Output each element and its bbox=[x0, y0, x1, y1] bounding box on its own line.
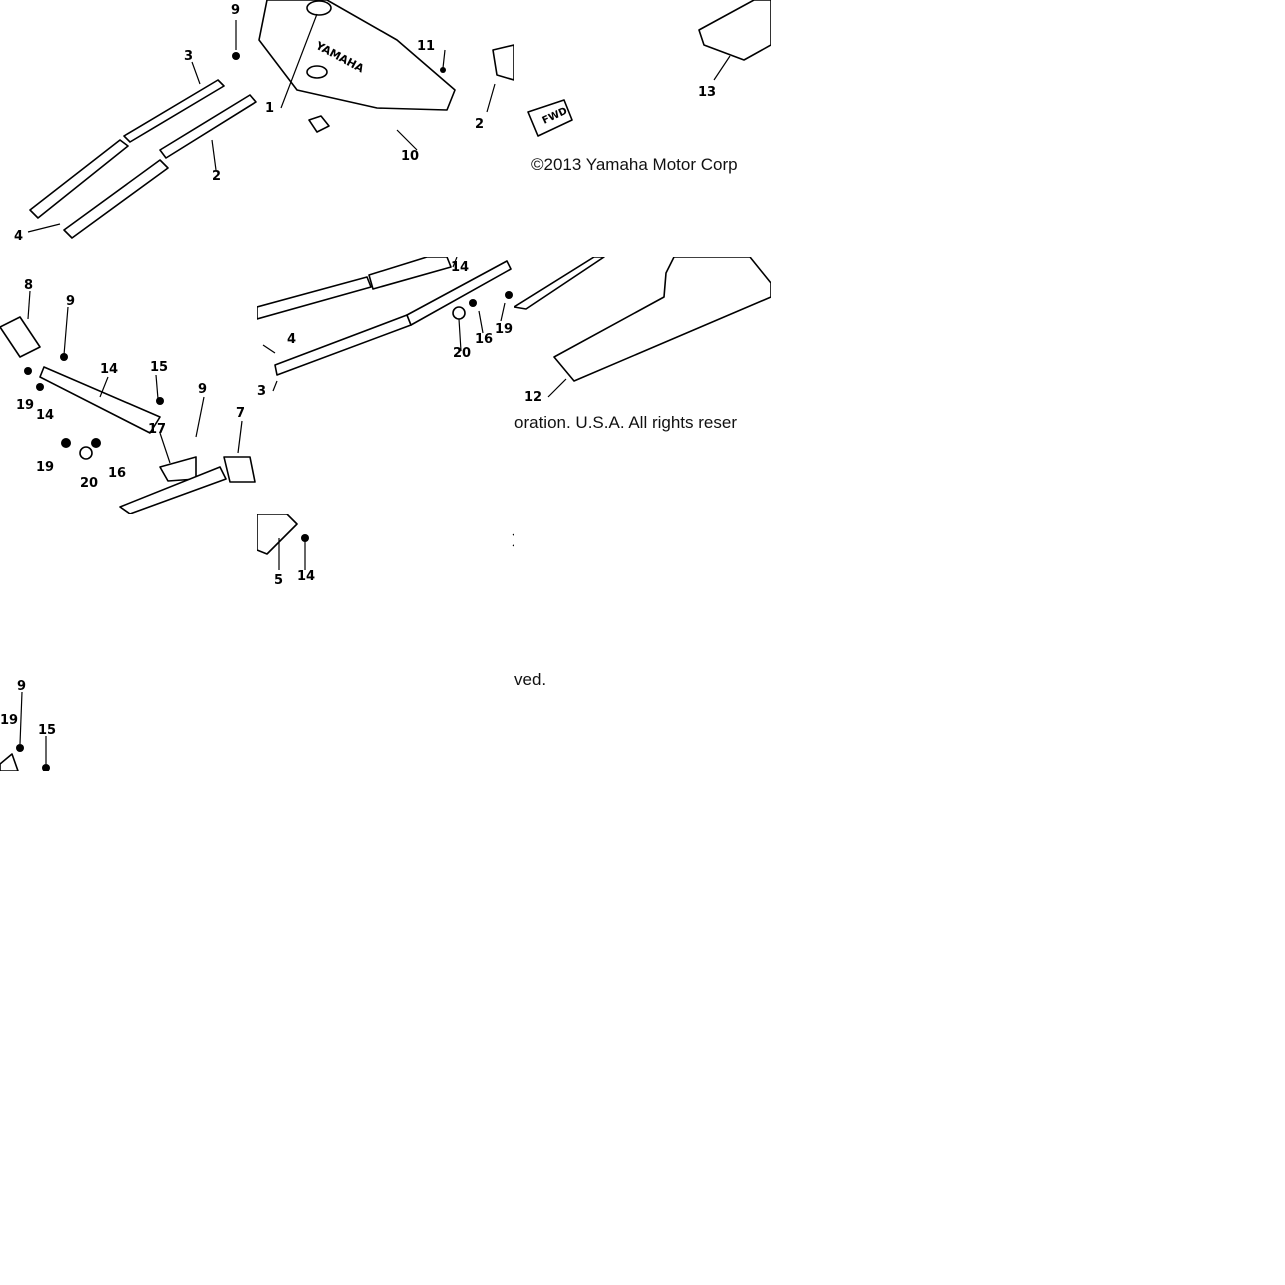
callout-4: 4 bbox=[14, 229, 23, 244]
callout-9: 9 bbox=[17, 679, 26, 694]
lower-fasteners-illustration: 9 19 15 bbox=[0, 679, 56, 771]
callout-19: 19 bbox=[16, 398, 34, 413]
mat-front-illustration: FWD 13 bbox=[527, 0, 771, 137]
callout-15: 15 bbox=[38, 723, 56, 738]
callout-19b: 19 bbox=[36, 460, 54, 475]
copyright-text-part2: oration. U.S.A. All rights reser bbox=[514, 413, 737, 432]
callout-4: 4 bbox=[287, 332, 296, 347]
mat-rear-illustration: 12 bbox=[514, 257, 771, 405]
callout-12: 12 bbox=[524, 390, 542, 405]
diagram-tile-rails: 9 3 2 4 bbox=[0, 0, 257, 257]
callout-9: 9 bbox=[231, 3, 240, 18]
callout-20: 20 bbox=[453, 346, 471, 361]
callout-3: 3 bbox=[257, 384, 266, 399]
callout-11: 11 bbox=[417, 39, 435, 54]
callout-16: 16 bbox=[108, 466, 126, 481]
mat-edge-illustration: 5 14 bbox=[257, 514, 514, 588]
callout-14b: 14 bbox=[36, 408, 54, 423]
callout-7: 7 bbox=[236, 406, 245, 421]
callout-19: 19 bbox=[495, 322, 513, 337]
callout-16: 16 bbox=[475, 332, 493, 347]
callout-10: 10 bbox=[401, 149, 419, 164]
callout-1: 1 bbox=[265, 101, 274, 116]
side-rails-illustration: 14 4 20 16 19 3 bbox=[257, 257, 513, 399]
callout-17: 17 bbox=[148, 422, 166, 437]
callout-8: 8 bbox=[24, 278, 33, 293]
diagram-tile-mat-edge: 5 14 bbox=[257, 514, 514, 771]
callout-15: 15 bbox=[150, 360, 168, 375]
diagram-tile-bumper: YAMAHA 11 1 10 2 bbox=[257, 0, 514, 257]
bumper-illustration: YAMAHA 11 1 10 2 bbox=[258, 0, 514, 164]
copyright-text-part3: ved. bbox=[514, 670, 547, 689]
diagram-tile-mat-rear: 12 bbox=[514, 257, 771, 514]
callout-3: 3 bbox=[184, 49, 193, 64]
callout-20: 20 bbox=[80, 476, 98, 491]
callout-2b: 2 bbox=[475, 117, 484, 132]
brackets-illustration: 8 9 14 15 19 14 9 7 17 19 20 16 bbox=[0, 278, 256, 514]
callout-9: 9 bbox=[66, 294, 75, 309]
diagram-tile-lower-fasteners: 9 19 15 bbox=[0, 514, 257, 771]
callout-14: 14 bbox=[100, 362, 118, 377]
copyright-text-part1: ©2013 Yamaha Motor Corp bbox=[531, 155, 738, 174]
diagram-tile-brackets: 8 9 14 15 19 14 9 7 17 19 20 16 bbox=[0, 257, 257, 514]
callout-13: 13 bbox=[698, 85, 716, 100]
callout-5: 5 bbox=[274, 573, 283, 588]
callout-14: 14 bbox=[297, 569, 315, 584]
callout-2: 2 bbox=[212, 169, 221, 184]
callout-9b: 9 bbox=[198, 382, 207, 397]
diagram-tile-mat-front: FWD 13 bbox=[514, 0, 771, 257]
rails-illustration: 9 3 2 4 bbox=[14, 3, 257, 244]
callout-19: 19 bbox=[0, 713, 18, 728]
diagram-tile-side-rails: 14 4 20 16 19 3 bbox=[257, 257, 514, 514]
callout-14: 14 bbox=[451, 260, 469, 275]
